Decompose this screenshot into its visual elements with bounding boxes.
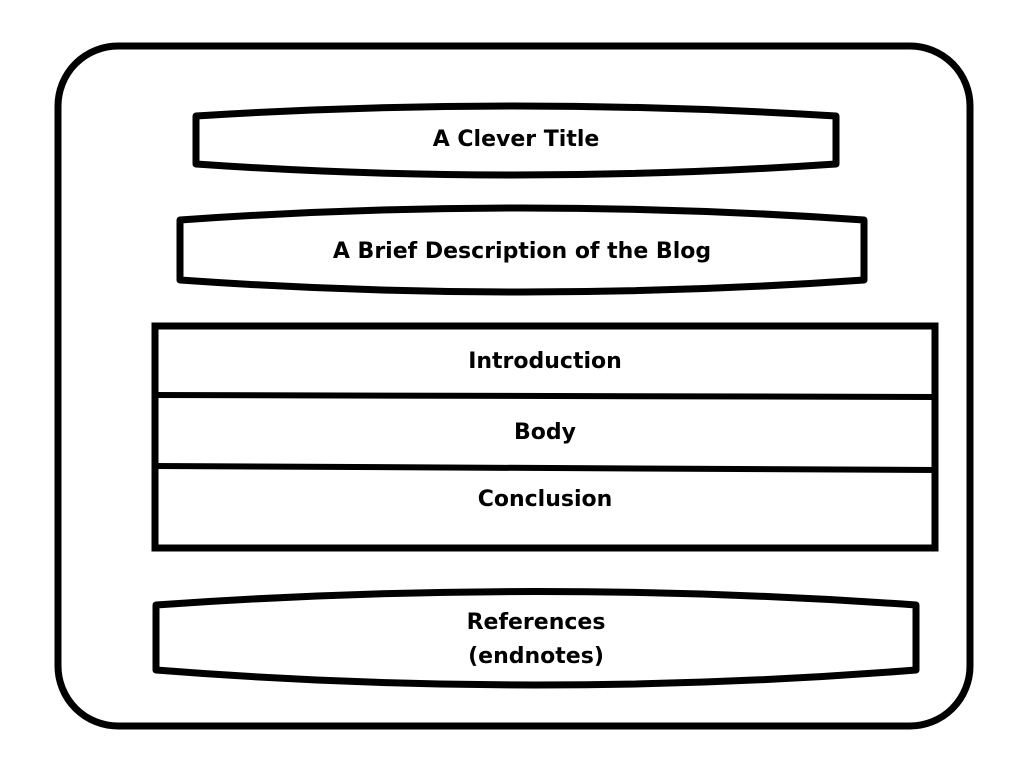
title-label: A Clever Title — [432, 127, 600, 152]
references-label: References (endnotes) — [156, 604, 916, 676]
title-shape — [192, 102, 840, 179]
section-body-label: Body — [514, 420, 576, 445]
description-label: A Brief Description of the Blog — [332, 239, 712, 264]
description-shape — [176, 204, 868, 296]
section-divider-1 — [151, 392, 936, 400]
references-line-1: References — [466, 610, 606, 635]
references-line-2: (endnotes) — [468, 644, 604, 669]
sections-box — [151, 322, 939, 552]
section-conclusion-label: Conclusion — [477, 487, 613, 512]
references-shape — [152, 588, 920, 689]
outer-frame — [54, 42, 974, 730]
section-divider-2 — [154, 463, 936, 473]
section-introduction-label: Introduction — [468, 349, 622, 374]
